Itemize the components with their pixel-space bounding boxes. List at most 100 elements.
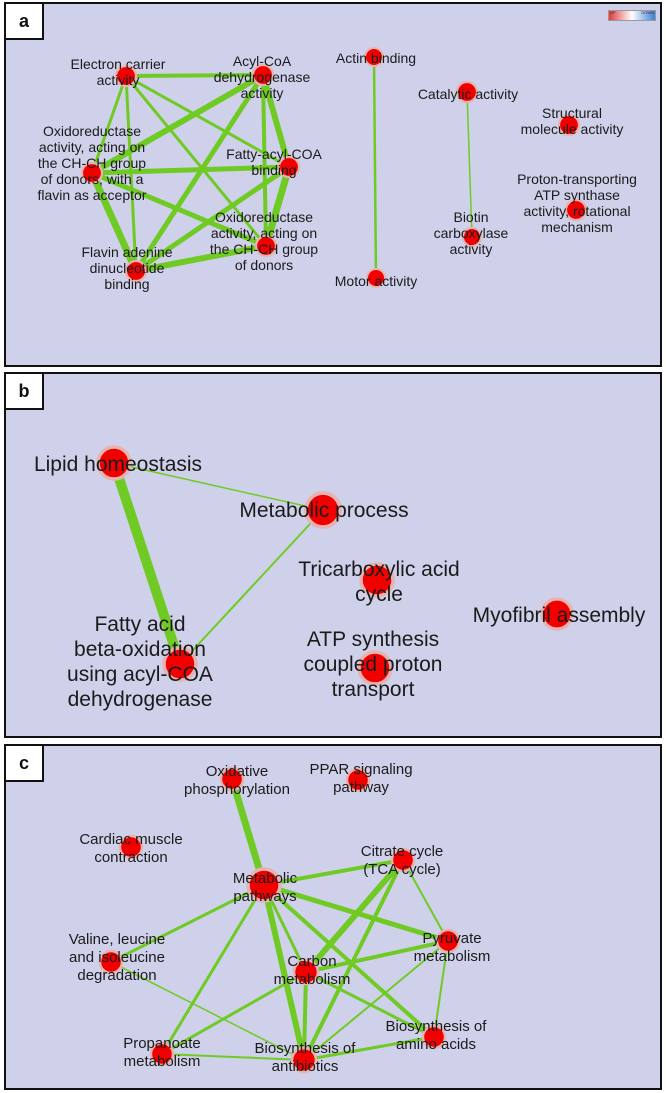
- node-label-line: beta-oxidation: [74, 638, 206, 661]
- edge-a-6: [260, 72, 292, 170]
- node-label-line: metabolism: [414, 948, 491, 965]
- node-c-0[interactable]: [219, 766, 245, 792]
- node-c-8[interactable]: [421, 1024, 447, 1050]
- node-label-line: Metabolic: [233, 870, 298, 887]
- edge-b-2: [179, 509, 324, 665]
- node-a-2[interactable]: [80, 161, 104, 185]
- node-label-line: amino acids: [396, 1036, 476, 1053]
- node-b-0[interactable]: [96, 445, 132, 481]
- node-a-5[interactable]: [124, 259, 148, 283]
- node-label-line: phosphorylation: [184, 781, 290, 798]
- node-label-line: Myofibril assembly: [473, 604, 646, 627]
- edge-c-7: [261, 882, 307, 1063]
- node-label-line: Motor activity: [335, 273, 417, 289]
- edge-c-1: [262, 858, 405, 887]
- edge-a-16: [466, 91, 473, 238]
- node-label-b-1: Metabolic process: [239, 499, 408, 522]
- node-label-b-0: Lipid homeostasis: [34, 453, 202, 476]
- node-label-a-7: Motor activity: [335, 273, 417, 289]
- node-a-11[interactable]: [564, 198, 588, 222]
- node-label-line: Oxidoreductase: [43, 123, 141, 139]
- node-label-line: using acyl-COA: [67, 663, 213, 686]
- node-label-line: degradation: [77, 967, 156, 984]
- node-label-line: activity, acting on: [211, 225, 317, 241]
- node-a-4[interactable]: [254, 234, 278, 258]
- edge-a-13: [133, 164, 292, 274]
- node-c-5[interactable]: [98, 949, 124, 975]
- node-c-1[interactable]: [345, 767, 371, 793]
- node-a-0[interactable]: [114, 64, 138, 88]
- edge-b-1: [113, 462, 324, 511]
- node-c-6[interactable]: [435, 928, 461, 954]
- node-a-6[interactable]: [364, 47, 384, 67]
- node-a-3[interactable]: [277, 155, 301, 179]
- edge-a-10: [89, 170, 269, 249]
- edge-c-19: [433, 940, 449, 1038]
- node-label-line: flavin as acceptor: [38, 187, 147, 203]
- node-label-a-6: Actin binding: [336, 50, 416, 66]
- node-a-8[interactable]: [455, 80, 479, 104]
- edge-a-11: [88, 169, 140, 275]
- node-label-line: contraction: [94, 849, 167, 866]
- node-label-line: transport: [332, 678, 415, 701]
- node-c-10[interactable]: [290, 1046, 318, 1074]
- edge-c-18: [110, 961, 305, 1061]
- node-label-b-5: Myofibril assembly: [473, 604, 646, 627]
- node-label-line: metabolism: [124, 1053, 201, 1070]
- node-label-line: Valine, leucine: [69, 931, 165, 948]
- node-label-line: Catalytic activity: [418, 86, 518, 102]
- node-a-10[interactable]: [557, 113, 581, 137]
- node-b-2[interactable]: [359, 562, 395, 598]
- node-b-3[interactable]: [162, 646, 198, 682]
- edge-a-0: [124, 73, 265, 78]
- node-label-line: Acyl-CoA: [233, 53, 292, 69]
- edge-c-16: [302, 1035, 436, 1062]
- node-label-line: metabolism: [274, 971, 351, 988]
- color-legend: UP DOWN: [608, 10, 656, 21]
- node-b-5[interactable]: [540, 597, 574, 631]
- node-b-1[interactable]: [304, 491, 342, 529]
- node-label-line: Fatty acid: [94, 613, 185, 636]
- edge-b-0: [109, 458, 185, 669]
- edge-c-13: [302, 970, 308, 1062]
- node-c-2[interactable]: [118, 834, 144, 860]
- edge-c-2: [109, 883, 266, 964]
- node-b-4[interactable]: [357, 650, 393, 686]
- edge-a-2: [124, 74, 291, 169]
- node-label-line: Oxidoreductase: [215, 209, 313, 225]
- node-c-7[interactable]: [292, 958, 320, 986]
- node-label-line: pathways: [233, 888, 296, 905]
- node-label-line: pathway: [333, 779, 389, 796]
- panel-label-b: b: [6, 374, 44, 410]
- node-a-7[interactable]: [366, 268, 386, 288]
- node-a-1[interactable]: [251, 63, 275, 87]
- node-label-line: (TCA cycle): [363, 861, 441, 878]
- node-c-3[interactable]: [246, 867, 282, 903]
- node-a-9[interactable]: [462, 227, 482, 247]
- edge-a-9: [89, 164, 292, 176]
- edge-c-15: [303, 940, 449, 1061]
- node-label-line: molecule activity: [521, 121, 624, 137]
- node-label-line: of donors: [235, 257, 293, 273]
- edge-a-14: [133, 243, 269, 274]
- node-c-4[interactable]: [390, 847, 416, 873]
- node-label-line: the CH-CH group: [210, 241, 318, 257]
- node-label-c-4: Citrate cycle(TCA cycle): [361, 843, 444, 878]
- edge-c-6: [160, 883, 266, 1056]
- node-c-9[interactable]: [149, 1041, 175, 1067]
- node-label-line: Biosynthesis of: [255, 1040, 357, 1057]
